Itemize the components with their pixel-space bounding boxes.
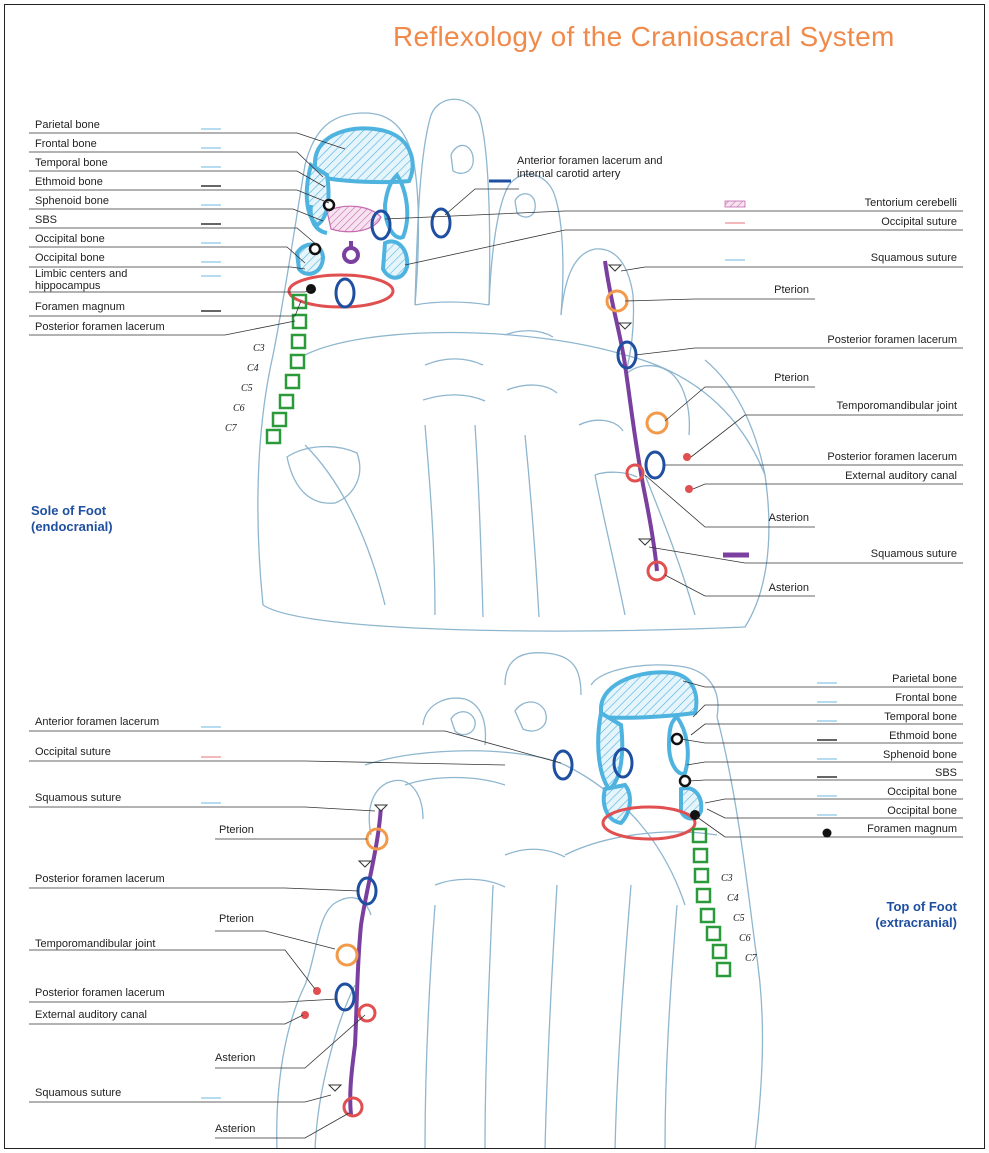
sole-right-legend-ticks bbox=[489, 181, 749, 555]
sole-label-ethmoid-bone: Ethmoid bone bbox=[35, 176, 103, 188]
top-label-foramen-magnum: Foramen magnum bbox=[867, 823, 957, 835]
top-label-occipital-suture: Occipital suture bbox=[35, 746, 111, 758]
top-label-external-auditory-canal: External auditory canal bbox=[35, 1009, 147, 1021]
top-skull-markers bbox=[554, 672, 730, 976]
sole-heading-line1: Sole of Foot bbox=[31, 503, 113, 519]
top-label-occipital-bone-1: Occipital bone bbox=[887, 786, 957, 798]
top-heading: Top of Foot (extracranial) bbox=[875, 899, 957, 931]
foot-illustration bbox=[5, 5, 985, 1149]
sole-label-anterior-foramen-1: Anterior foramen lacerum and bbox=[517, 155, 663, 167]
sole-label-tmj: Temporomandibular joint bbox=[837, 400, 957, 412]
sole-label-occipital-bone-1: Occipital bone bbox=[35, 233, 105, 245]
sole-label-posterior-foramen-lacerum: Posterior foramen lacerum bbox=[35, 321, 165, 333]
top-label-asterion-2: Asterion bbox=[215, 1123, 255, 1135]
top-lateral-markers bbox=[301, 805, 387, 1116]
sole-label-tentorium: Tentorium cerebelli bbox=[865, 197, 957, 209]
top-label-posterior-foramen-1: Posterior foramen lacerum bbox=[35, 873, 165, 885]
sole-label-parietal-bone: Parietal bone bbox=[35, 119, 100, 131]
diagram-title: Reflexology of the Craniosacral System bbox=[393, 21, 895, 53]
top-label-parietal-bone: Parietal bone bbox=[892, 673, 957, 685]
top-label-sbs: SBS bbox=[935, 767, 957, 779]
top-left-legend-ticks bbox=[201, 727, 221, 1098]
sole-label-asterion-1: Asterion bbox=[769, 512, 809, 524]
top-vertebra-c6: C6 bbox=[739, 933, 751, 944]
sole-lateral-markers bbox=[605, 261, 693, 580]
sole-label-occipital-bone-2: Occipital bone bbox=[35, 252, 105, 264]
sole-right-leaders bbox=[385, 189, 963, 596]
top-label-anterior-foramen: Anterior foramen lacerum bbox=[35, 716, 159, 728]
sole-vertebra-c5: C5 bbox=[241, 383, 253, 394]
sole-label-foramen-magnum: Foramen magnum bbox=[35, 301, 125, 313]
sole-label-frontal-bone: Frontal bone bbox=[35, 138, 97, 150]
sole-vertebra-c6: C6 bbox=[233, 403, 245, 414]
top-label-squamous-suture-1: Squamous suture bbox=[35, 792, 121, 804]
sole-label-external-auditory-canal: External auditory canal bbox=[845, 470, 957, 482]
sole-heading: Sole of Foot (endocranial) bbox=[31, 503, 113, 535]
sole-vertebra-c7: C7 bbox=[225, 423, 237, 434]
sole-label-squamous-suture-2: Squamous suture bbox=[871, 548, 957, 560]
sole-vertebra-c4: C4 bbox=[247, 363, 259, 374]
sole-label-posterior-foramen-1: Posterior foramen lacerum bbox=[827, 334, 957, 346]
top-label-pterion-1: Pterion bbox=[219, 824, 254, 836]
top-vertebra-c4: C4 bbox=[727, 893, 739, 904]
sole-label-hippocampus: hippocampus bbox=[35, 280, 100, 292]
sole-label-asterion-2: Asterion bbox=[769, 582, 809, 594]
sole-left-legend-ticks bbox=[201, 129, 221, 311]
top-vertebra-c3: C3 bbox=[721, 873, 733, 884]
top-label-temporal-bone: Temporal bone bbox=[884, 711, 957, 723]
sole-label-anterior-foramen-2: internal carotid artery bbox=[517, 168, 620, 180]
sole-label-squamous-suture-1: Squamous suture bbox=[871, 252, 957, 264]
sole-heading-line2: (endocranial) bbox=[31, 519, 113, 535]
top-label-tmj: Temporomandibular joint bbox=[35, 938, 155, 950]
sole-label-pterion-1: Pterion bbox=[774, 284, 809, 296]
top-vertebra-c7: C7 bbox=[745, 953, 757, 964]
sole-label-pterion-2: Pterion bbox=[774, 372, 809, 384]
sole-label-occipital-suture: Occipital suture bbox=[881, 216, 957, 228]
sole-vertebra-c3: C3 bbox=[253, 343, 265, 354]
top-label-occipital-bone-2: Occipital bone bbox=[887, 805, 957, 817]
sole-label-limbic-centers: Limbic centers and bbox=[35, 268, 127, 280]
top-heading-line1: Top of Foot bbox=[875, 899, 957, 915]
top-label-asterion-1: Asterion bbox=[215, 1052, 255, 1064]
sole-label-sphenoid-bone: Sphenoid bone bbox=[35, 195, 109, 207]
diagram-frame: Reflexology of the Craniosacral System P… bbox=[4, 4, 985, 1149]
top-label-squamous-suture-2: Squamous suture bbox=[35, 1087, 121, 1099]
top-heading-line2: (extracranial) bbox=[875, 915, 957, 931]
sole-skull-markers bbox=[267, 128, 450, 443]
sole-label-temporal-bone: Temporal bone bbox=[35, 157, 108, 169]
sole-label-sbs: SBS bbox=[35, 214, 57, 226]
top-label-ethmoid-bone: Ethmoid bone bbox=[889, 730, 957, 742]
top-label-pterion-2: Pterion bbox=[219, 913, 254, 925]
top-right-legend-ticks bbox=[817, 683, 837, 838]
top-label-posterior-foramen-2: Posterior foramen lacerum bbox=[35, 987, 165, 999]
sole-label-posterior-foramen-2: Posterior foramen lacerum bbox=[827, 451, 957, 463]
top-label-sphenoid-bone: Sphenoid bone bbox=[883, 749, 957, 761]
top-label-frontal-bone: Frontal bone bbox=[895, 692, 957, 704]
top-vertebra-c5: C5 bbox=[733, 913, 745, 924]
